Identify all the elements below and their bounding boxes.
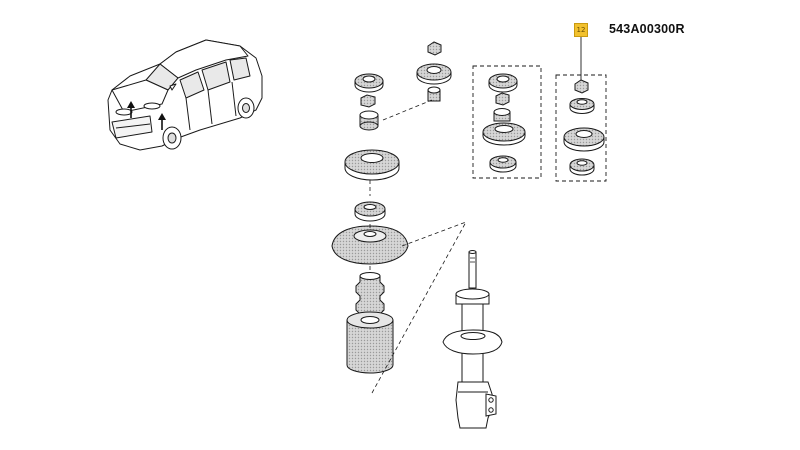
shock-absorber bbox=[442, 250, 503, 429]
kit-box-543a00300r bbox=[555, 37, 607, 182]
alignment-lines bbox=[369, 180, 467, 394]
bearing bbox=[354, 201, 386, 222]
car-front-icon bbox=[107, 39, 263, 151]
spring-seat bbox=[331, 225, 409, 265]
bump-stop bbox=[355, 272, 385, 315]
up-arrow-icon bbox=[127, 101, 166, 130]
thrust-ring bbox=[344, 149, 400, 181]
kit-box-standard bbox=[472, 65, 542, 179]
connector-line bbox=[382, 99, 433, 121]
callout-badge[interactable]: 12 bbox=[574, 23, 588, 37]
upper-mount-assembly bbox=[354, 73, 384, 131]
dust-boot bbox=[346, 311, 394, 374]
washer-nut-assembly-b bbox=[416, 41, 452, 102]
part-number-label[interactable]: 543A00300R bbox=[609, 22, 685, 36]
